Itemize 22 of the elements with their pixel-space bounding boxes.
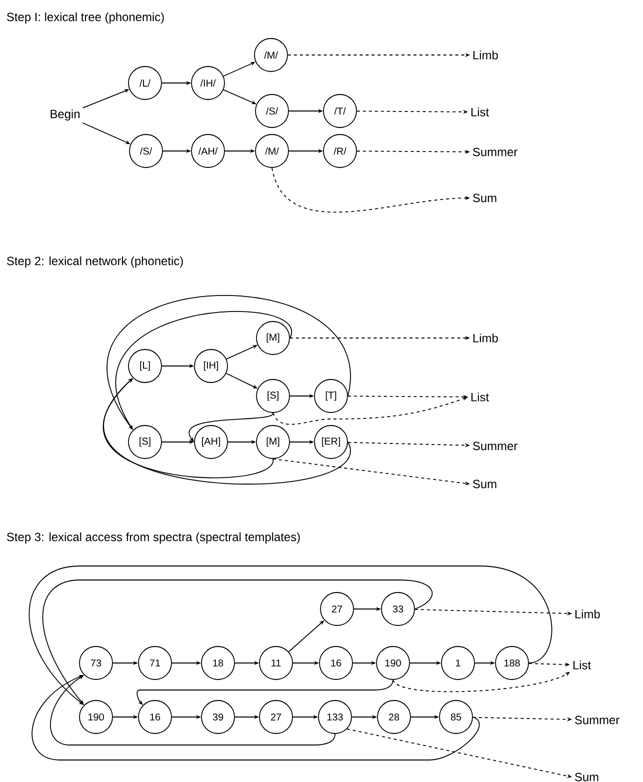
arrow	[50, 675, 336, 746]
word-label: Summer	[575, 716, 620, 724]
arrow	[32, 674, 480, 760]
word-label: Sum	[575, 772, 598, 782]
step-heading: Step 3: lexical access from spectra (spectral templates)	[7, 532, 300, 544]
step-heading: Step 2: lexical network (phonetic)	[7, 256, 183, 268]
word-label: List	[471, 108, 489, 116]
word-label: Sum	[473, 194, 496, 202]
step-heading: Step I: lexical tree (phonemic)	[7, 12, 164, 24]
word-label: Summer	[473, 442, 518, 450]
word-label: Limb	[473, 334, 498, 342]
arrow	[188, 412, 274, 442]
arrow	[104, 378, 350, 485]
word-label: List	[573, 660, 591, 670]
word-label: List	[471, 392, 489, 402]
word-label: Limb	[473, 50, 498, 60]
word-label: Sum	[473, 480, 496, 488]
word-label: Limb	[575, 610, 600, 618]
arrow	[107, 296, 350, 430]
word-label: Summer	[473, 148, 518, 156]
arrow	[28, 566, 552, 705]
start-label: Begin	[50, 109, 80, 121]
